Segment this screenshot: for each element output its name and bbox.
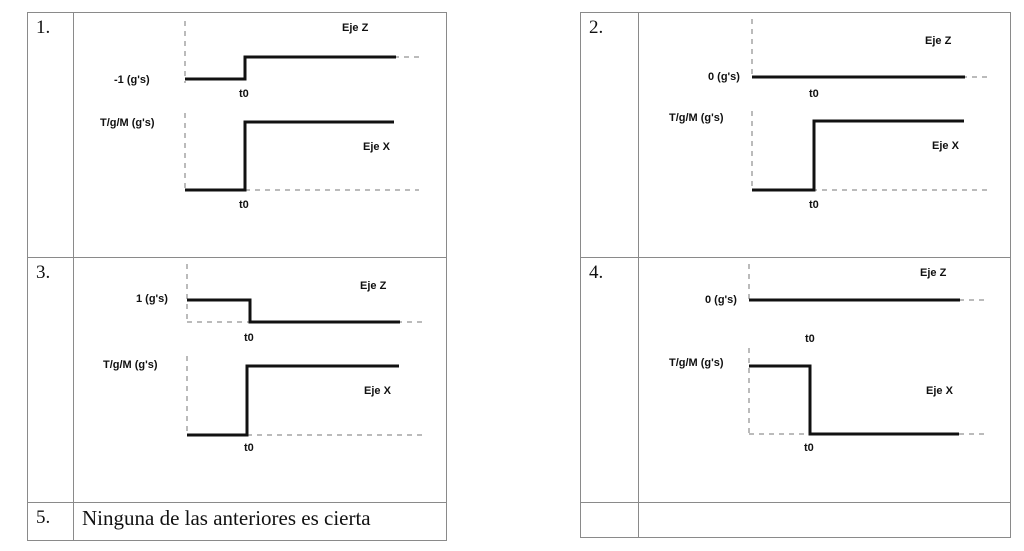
x-value-label: T/g/M (g's) bbox=[103, 359, 158, 371]
option-1-diagram-cell[interactable]: -1 (g's) t0 Eje Z T/g/M (g's) t0 Eje X bbox=[73, 12, 447, 258]
x-axis-title: Eje X bbox=[363, 141, 391, 153]
option-number: 4. bbox=[580, 257, 639, 503]
z-value-label: -1 (g's) bbox=[114, 74, 150, 86]
z-signal-step-down bbox=[187, 298, 400, 324]
x-signal-step-down bbox=[749, 364, 959, 436]
z-value-label: 0 (g's) bbox=[708, 71, 740, 83]
empty-cell bbox=[638, 502, 1011, 538]
z-axis-title: Eje Z bbox=[920, 267, 947, 279]
z-time-label: t0 bbox=[244, 332, 254, 344]
empty-cell bbox=[580, 502, 639, 538]
x-axis-title: Eje X bbox=[926, 385, 954, 397]
option-1-diagram: -1 (g's) t0 Eje Z T/g/M (g's) t0 Eje X bbox=[100, 21, 424, 211]
z-value-label: 0 (g's) bbox=[705, 294, 737, 306]
option-number: 5. bbox=[27, 502, 74, 541]
x-time-label: t0 bbox=[244, 442, 254, 454]
empty-row bbox=[580, 502, 1011, 538]
option-row-5[interactable]: 5. Ninguna de las anteriores es cierta bbox=[27, 502, 447, 541]
left-options-table: 1. -1 (g's) t0 Eje Z T/g/M (g's) t0 Eje … bbox=[27, 12, 447, 541]
option-2-diagram: 0 (g's) t0 Eje Z T/g/M (g's) t0 Eje X bbox=[669, 19, 989, 211]
option-3-diagram-cell[interactable]: 1 (g's) t0 Eje Z T/g/M (g's) t0 Eje X bbox=[73, 257, 447, 503]
z-time-label: t0 bbox=[805, 333, 815, 345]
x-value-label: T/g/M (g's) bbox=[100, 117, 155, 129]
z-time-label: t0 bbox=[809, 88, 819, 100]
z-axis-title: Eje Z bbox=[925, 35, 952, 47]
option-row-1: 1. -1 (g's) t0 Eje Z T/g/M (g's) t0 Eje … bbox=[27, 12, 447, 258]
option-2-diagram-cell[interactable]: 0 (g's) t0 Eje Z T/g/M (g's) t0 Eje X bbox=[638, 12, 1011, 258]
x-time-label: t0 bbox=[239, 199, 249, 211]
option-row-4: 4. 0 (g's) t0 Eje Z T/g/M (g's) t0 Eje X bbox=[580, 257, 1011, 503]
option-row-2: 2. 0 (g's) t0 Eje Z T/g/M (g's) t0 Eje X bbox=[580, 12, 1011, 258]
x-signal-step-up bbox=[187, 364, 399, 437]
z-time-label: t0 bbox=[239, 88, 249, 100]
option-4-diagram-cell[interactable]: 0 (g's) t0 Eje Z T/g/M (g's) t0 Eje X bbox=[638, 257, 1011, 503]
x-axis-title: Eje X bbox=[364, 385, 392, 397]
x-signal-step-up bbox=[752, 119, 964, 192]
z-axis-title: Eje Z bbox=[360, 280, 387, 292]
option-3-diagram: 1 (g's) t0 Eje Z T/g/M (g's) t0 Eje X bbox=[103, 264, 424, 454]
option-number: 1. bbox=[27, 12, 74, 258]
z-axis-title: Eje Z bbox=[342, 22, 369, 34]
z-value-label: 1 (g's) bbox=[136, 293, 168, 305]
option-number: 3. bbox=[27, 257, 74, 503]
option-row-3: 3. 1 (g's) t0 Eje Z T/g/M (g's) t0 Eje X bbox=[27, 257, 447, 503]
x-value-label: T/g/M (g's) bbox=[669, 112, 724, 124]
option-4-diagram: 0 (g's) t0 Eje Z T/g/M (g's) t0 Eje X bbox=[669, 264, 989, 454]
right-options-table: 2. 0 (g's) t0 Eje Z T/g/M (g's) t0 Eje X… bbox=[580, 12, 1011, 538]
x-axis-title: Eje X bbox=[932, 140, 960, 152]
x-value-label: T/g/M (g's) bbox=[669, 357, 724, 369]
x-signal-step-up bbox=[185, 120, 394, 192]
x-time-label: t0 bbox=[809, 199, 819, 211]
option-number: 2. bbox=[580, 12, 639, 258]
option-5-text[interactable]: Ninguna de las anteriores es cierta bbox=[73, 502, 447, 541]
z-signal-step-up bbox=[185, 55, 396, 81]
x-time-label: t0 bbox=[804, 442, 814, 454]
